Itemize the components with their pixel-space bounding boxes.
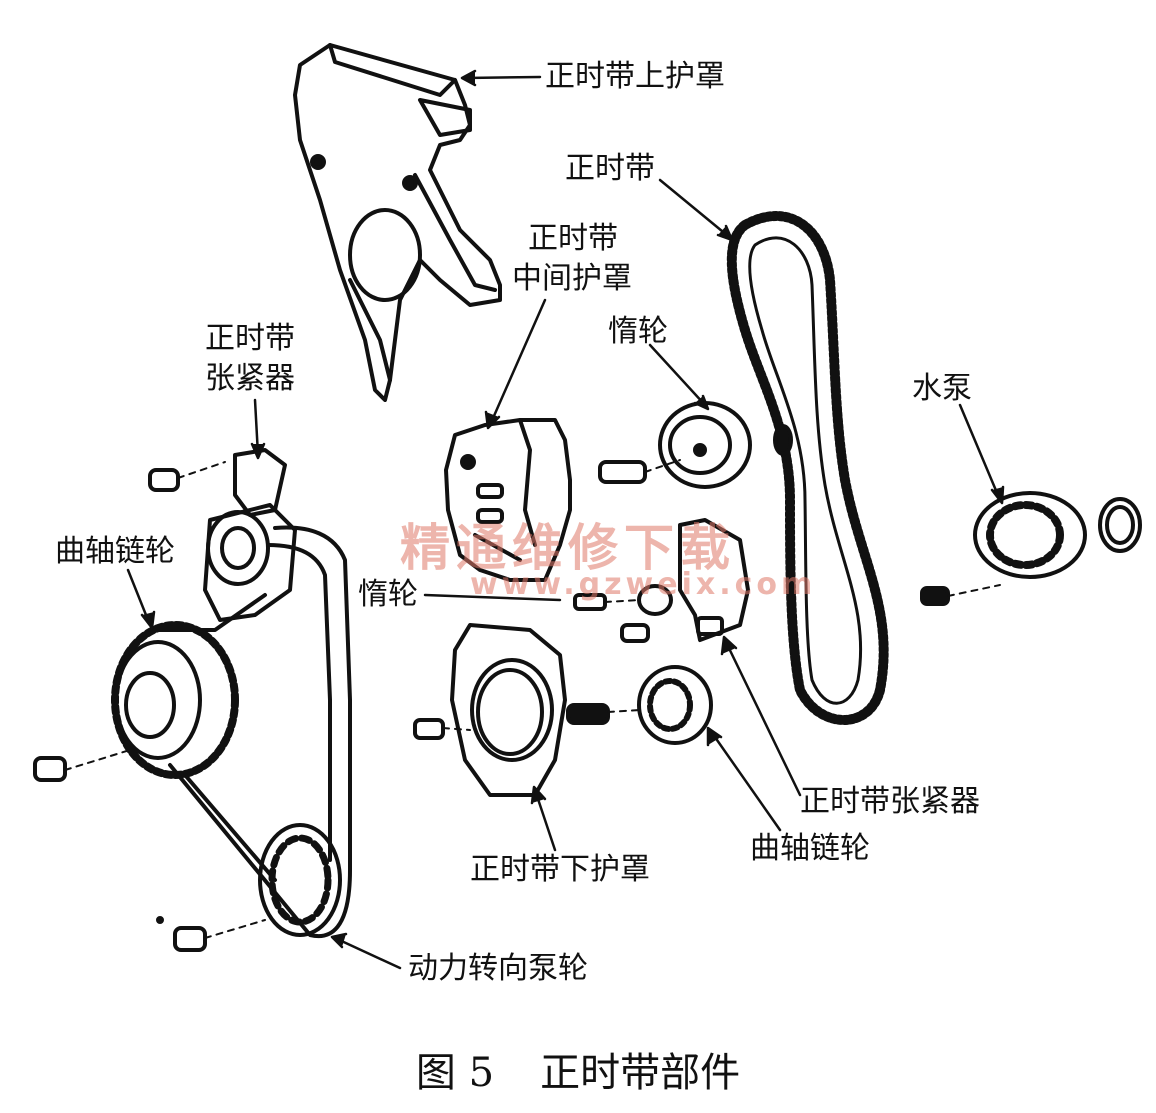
label-middle-cover-line2: 中间护罩 bbox=[512, 261, 632, 296]
watermark-text: 精通维修下载 bbox=[400, 519, 736, 577]
label-idler-mid: 惰轮 bbox=[358, 577, 418, 612]
figure-number: 图 5 bbox=[415, 1050, 495, 1096]
timing-belt-tensioner-left bbox=[148, 448, 297, 622]
accessory-belt bbox=[148, 525, 352, 939]
power-steering-pump-pulley bbox=[156, 823, 342, 952]
label-timing-belt: 正时带 bbox=[565, 151, 655, 186]
label-idler-top: 惰轮 bbox=[608, 314, 668, 349]
label-tensioner-right: 正时带张紧器 bbox=[800, 784, 980, 819]
watermark-url: www.gzweix.com bbox=[470, 567, 817, 602]
label-upper-cover: 正时带上护罩 bbox=[545, 59, 725, 94]
label-crank-sprocket-right: 曲轴链轮 bbox=[750, 831, 870, 866]
upper-timing-cover bbox=[293, 43, 502, 402]
label-crank-sprocket-left: 曲轴链轮 bbox=[55, 534, 175, 569]
label-ps-pump-pulley: 动力转向泵轮 bbox=[408, 951, 588, 986]
label-tensioner-left-line2: 张紧器 bbox=[205, 361, 295, 396]
leader-lines bbox=[126, 69, 1005, 970]
middle-timing-cover bbox=[444, 418, 572, 582]
label-tensioner-left-line1: 正时带 bbox=[205, 321, 295, 356]
water-pump bbox=[920, 491, 1142, 606]
figure-caption: 图 5 正时带部件 bbox=[0, 1040, 1156, 1098]
label-lower-cover: 正时带下护罩 bbox=[470, 852, 650, 887]
label-middle-cover-line1: 正时带 bbox=[528, 221, 618, 256]
idler-pulley-top bbox=[598, 401, 793, 489]
figure-title: 正时带部件 bbox=[540, 1050, 741, 1096]
timing-belt bbox=[726, 211, 889, 725]
timing-belt-tensioner-right bbox=[573, 518, 750, 643]
lower-timing-cover bbox=[413, 623, 567, 797]
crankshaft-sprocket-right bbox=[566, 665, 713, 745]
crankshaft-sprocket-left bbox=[33, 621, 239, 782]
label-water-pump: 水泵 bbox=[912, 371, 972, 406]
